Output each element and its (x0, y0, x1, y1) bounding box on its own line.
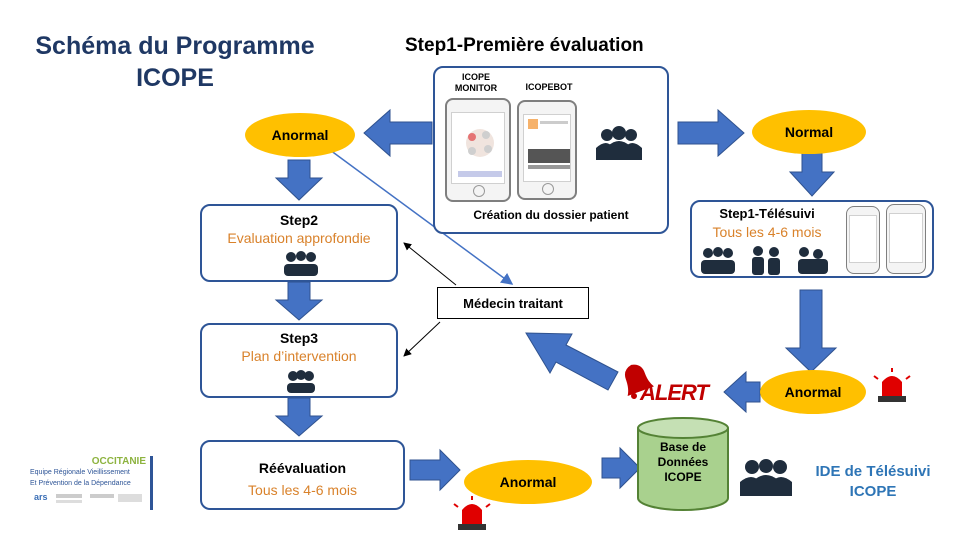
arrow-step1-to-anormal (363, 108, 433, 158)
phone-home-button (473, 185, 485, 197)
arrow-telesuivi-to-anormal (784, 289, 838, 373)
people-icons (701, 246, 828, 275)
telesuivi-phone-1-screen (849, 215, 877, 263)
page-title: Schéma du Programme ICOPE (10, 30, 340, 94)
reeval-title: Réévaluation (258, 460, 347, 476)
icope-monitor-phone (445, 98, 511, 202)
database-label: Base de Données ICOPE (636, 440, 730, 485)
reeval-subtitle: Tous les 4-6 mois (248, 482, 357, 498)
occitanie-logo: OCCITANIE Equipe Régionale Vieillissemen… (26, 456, 153, 510)
logo-mark: ars (34, 492, 48, 502)
alert-label: ALERT (640, 380, 709, 405)
alert-bell-icon (624, 364, 654, 399)
icope-monitor-screen-graphic (458, 129, 502, 177)
team-icon (284, 251, 318, 276)
step1-box: ICOPE MONITOR ICOPEBOT (433, 66, 669, 234)
logo-line2: Et Prévention de la Dépendance (30, 480, 131, 487)
icopebot-screen-graphic (528, 119, 570, 169)
icope-monitor-screen (451, 112, 505, 184)
phone-home-button (542, 183, 554, 195)
logo-line1: Equipe Régionale Vieillissement (30, 469, 130, 476)
anormal-oval-top: Anormal (245, 113, 355, 157)
ide-label-line1: IDE de Télésuivi (815, 463, 931, 480)
arrow-anormal-to-step2 (274, 159, 324, 201)
app2-label: ICOPEBOT (525, 82, 573, 92)
ide-label-line2: ICOPE (849, 483, 897, 500)
database-label-line1: Base de (659, 440, 707, 454)
step1-heading: Step1-Première évaluation (405, 35, 644, 56)
arrow-alert-to-medecin (525, 332, 619, 391)
ide-telesuivi-label: IDE de Télésuivi ICOPE (798, 462, 948, 502)
page-title-line1: Schéma du Programme (35, 32, 315, 60)
telesuivi-subtitle: Tous les 4-6 mois (712, 224, 822, 240)
arrow-step1-to-normal (677, 108, 745, 158)
line-medecin-to-step2 (403, 242, 457, 286)
anormal-oval-right: Anormal (760, 370, 866, 414)
database-cylinder (637, 417, 729, 511)
siren-icon (873, 368, 911, 402)
step2-title: Step2 (279, 212, 319, 228)
app1-label-line1: ICOPE (461, 72, 490, 82)
arrow-anormal-to-database (601, 446, 641, 490)
icopebot-phone (517, 100, 577, 200)
normal-oval: Normal (752, 110, 866, 154)
app1-label-line2: MONITOR (454, 83, 498, 93)
team-icon (740, 459, 792, 496)
team-icon (596, 126, 642, 160)
arrow-reeval-to-anormal (409, 448, 461, 492)
telesuivi-phone-2-screen (889, 213, 923, 263)
anormal-oval-bottom: Anormal (464, 460, 592, 504)
team-icon (287, 370, 315, 393)
step3-box: Step3 Plan d’intervention (200, 323, 398, 398)
step3-subtitle: Plan d’intervention (241, 348, 357, 364)
telesuivi-title: Step1-Télésuivi (719, 206, 815, 221)
arrow-anormal-to-alert (723, 370, 761, 414)
step2-box: Step2 Evaluation approfondie (200, 204, 398, 282)
page-title-line2: ICOPE (136, 64, 214, 92)
database-label-line2: Données (657, 455, 709, 469)
icopebot-screen (523, 114, 571, 182)
database-label-line3: ICOPE (664, 470, 702, 484)
app1-label: ICOPE MONITOR (451, 72, 501, 94)
step3-title: Step3 (279, 330, 319, 346)
telesuivi-phone-2 (886, 204, 926, 274)
line-anormal-to-medecin (329, 149, 514, 285)
medecin-traitant-box: Médecin traitant (437, 287, 589, 319)
siren-icon (453, 496, 491, 530)
logo-name: OCCITANIE (91, 456, 146, 467)
telesuivi-phone-1 (846, 206, 880, 274)
line-medecin-to-step3 (403, 321, 441, 357)
arrow-step2-to-step3 (274, 281, 324, 321)
arrow-step3-to-reeval (274, 397, 324, 437)
logo-partners-graphic (56, 494, 142, 503)
arrow-normal-to-telesuivi (788, 151, 836, 197)
step1-caption: Création du dossier patient (473, 208, 629, 222)
telesuivi-box: Step1-Télésuivi Tous les 4-6 mois (690, 200, 934, 278)
reeval-box: Réévaluation Tous les 4-6 mois (200, 440, 405, 510)
step2-subtitle: Evaluation approfondie (227, 230, 371, 246)
